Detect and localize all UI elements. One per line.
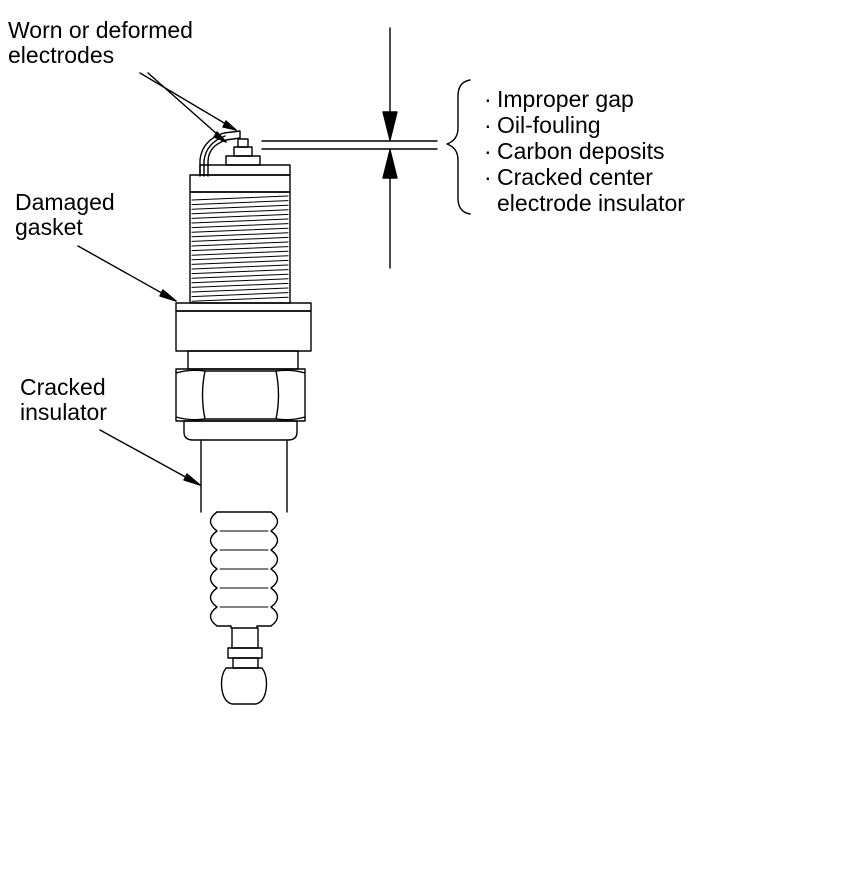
gasket: [176, 303, 311, 351]
thread-line: [192, 293, 288, 297]
bullet-icon: ·: [484, 164, 492, 190]
thread-line: [192, 224, 288, 228]
rib-outline: [257, 512, 278, 628]
thread-line: [192, 270, 288, 274]
thread-line: [192, 247, 288, 251]
bullet-icon: ·: [484, 86, 492, 112]
gap-cause-item: ·Improper gap: [484, 86, 634, 112]
terminal: [222, 628, 267, 704]
thread-line: [192, 274, 288, 278]
thread-line: [192, 237, 288, 241]
bullet-icon: ·: [484, 138, 492, 164]
thread-line: [192, 201, 288, 205]
insulator-shank: [201, 440, 287, 512]
damaged-gasket-label: Damaged gasket: [15, 189, 115, 240]
thread-line: [192, 219, 288, 223]
leader-lines: [78, 73, 236, 485]
thread-line: [192, 196, 288, 200]
bullet-icon: ·: [484, 112, 492, 138]
gap-causes-list: ·Improper gap ·Oil-fouling ·Carbon depos…: [482, 86, 685, 216]
thread-line: [192, 228, 288, 232]
thread-line: [192, 265, 288, 269]
gap-cause-item: ·Carbon deposits: [484, 138, 665, 164]
threaded-section: [190, 192, 290, 303]
thread-line: [192, 205, 288, 209]
thread-line: [192, 210, 288, 214]
thread-line: [192, 233, 288, 237]
thread-line: [192, 242, 288, 246]
thread-line: [192, 288, 288, 292]
thread-line: [192, 283, 288, 287]
thread-line: [192, 251, 288, 255]
thread-line: [192, 214, 288, 218]
worn-electrodes-label: Worn or deformed electrodes: [8, 17, 193, 68]
top-collar: [200, 165, 290, 175]
thread-line: [192, 297, 288, 301]
thread-line: [192, 260, 288, 264]
cracked-insulator-label: Cracked insulator: [20, 374, 107, 425]
bracket: [447, 80, 470, 214]
gap-dimension: [262, 28, 437, 268]
rib-outline: [211, 512, 232, 628]
thread-line: [192, 279, 288, 283]
gap-cause-item: ·Oil-fouling: [484, 112, 601, 138]
insulator-ribs: [211, 512, 278, 628]
center-electrode: [226, 139, 260, 165]
hex-nut: [176, 369, 305, 421]
thread-line: [192, 256, 288, 260]
